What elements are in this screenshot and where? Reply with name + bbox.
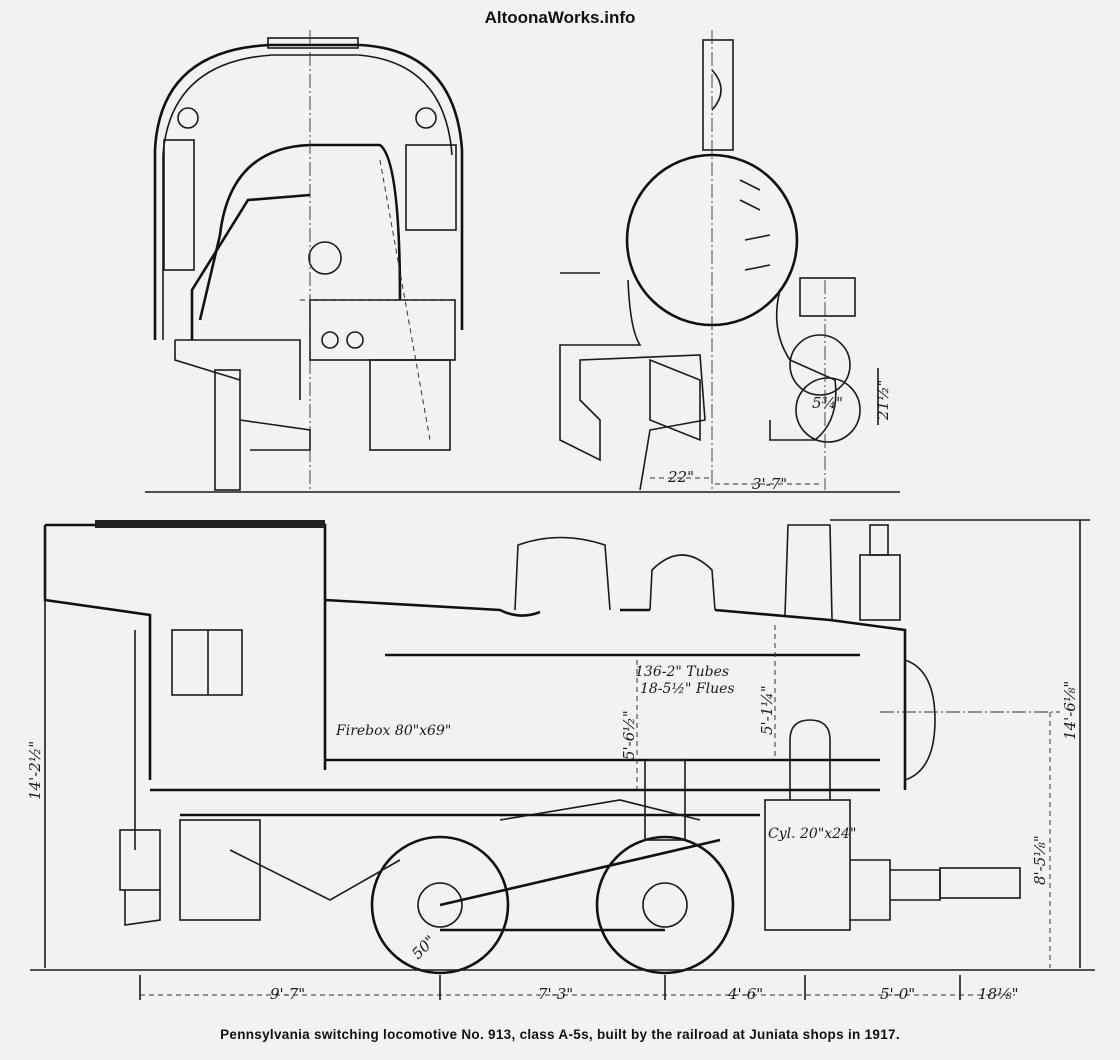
dim-14-6-125: 14'-6⅛" [1061, 681, 1079, 740]
dim-7-3: 7'-3" [538, 985, 573, 1003]
dim-18-125: 18⅛" [978, 985, 1019, 1003]
dim-5-6-5: 5'-6½" [620, 710, 638, 760]
rear-end-view [153, 30, 464, 491]
dim-5-1-25: 5'-1¼" [758, 685, 776, 735]
dim-22: 22" [667, 468, 694, 486]
cylinder-label: Cyl. 20"x24" [768, 826, 856, 842]
flues-label: 18-5½" Flues [640, 681, 735, 697]
dim-9-7: 9'-7" [270, 985, 305, 1003]
front-end-view: 22" 3'-7" 5¾" 21½" [559, 30, 892, 493]
dim-21-5: 21½" [874, 379, 892, 421]
wheel-diameter-label: 50" [408, 932, 439, 963]
dim-5-75: 5¾" [812, 394, 843, 412]
dim-14-2-5: 14'-2½" [26, 741, 44, 800]
dim-4-6: 4'-6" [727, 985, 763, 1003]
figure-caption: Pennsylvania switching locomotive No. 91… [220, 1027, 900, 1042]
tubes-label: 136-2" Tubes [635, 664, 729, 680]
watermark: AltoonaWorks.info [484, 8, 636, 27]
firebox-label: Firebox 80"x69" [335, 723, 451, 739]
dim-5-0: 5'-0" [880, 985, 915, 1003]
dim-8-5-125: 8'-5⅛" [1031, 835, 1049, 885]
side-elevation: Cyl. 20"x24" 50" 136-2" Tubes 18-5½" Flu… [26, 519, 1095, 1003]
dim-3-7: 3'-7" [752, 475, 787, 493]
